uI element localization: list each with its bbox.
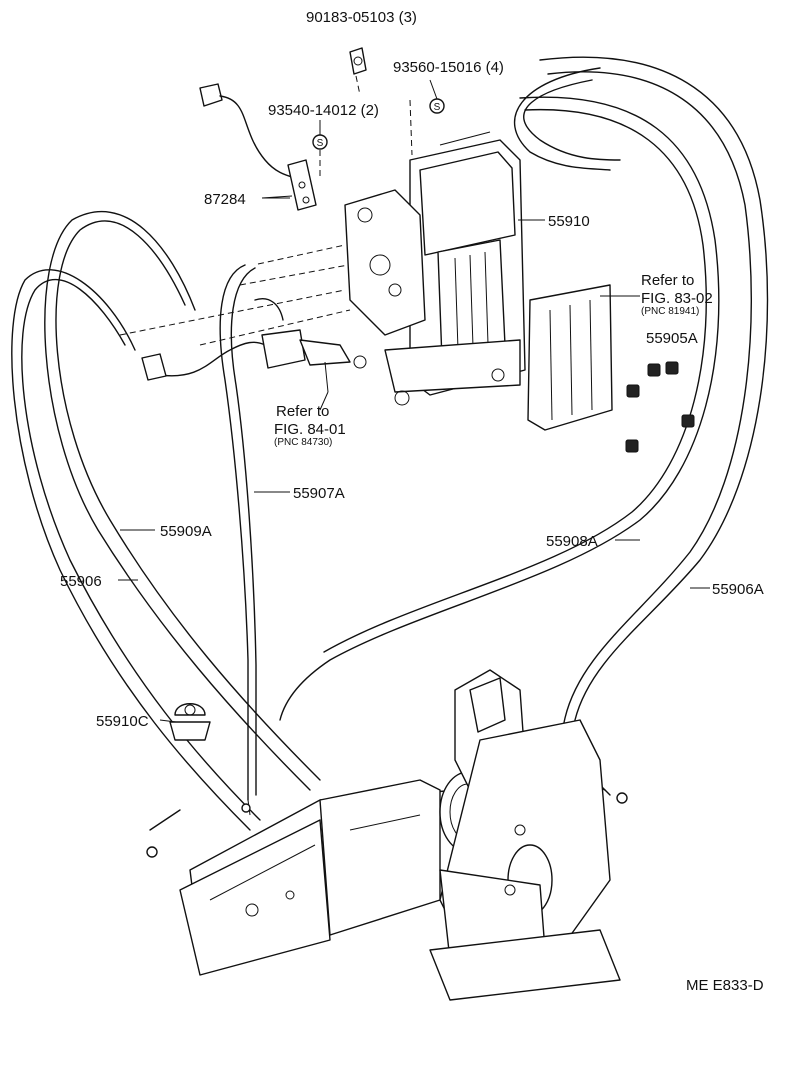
leader-lines [118, 195, 710, 723]
label-90183-05103: 90183-05103 (3) [306, 9, 417, 26]
fasteners-55905A [625, 361, 695, 453]
heater-unit [179, 669, 621, 1001]
reference-fig-84-01: Refer to FIG. 84-01 (PNC 84730) [274, 403, 346, 448]
control-panel-55910 [344, 131, 526, 406]
servo-motor-fig-84-01 [141, 298, 367, 393]
label-55907A: 55907A [293, 485, 345, 502]
cable-55907A [219, 264, 257, 816]
callout-labels: 90183-05103 (3) 93560-15016 (4) 93540-14… [60, 9, 764, 730]
label-55908A: 55908A [546, 533, 598, 550]
figure-code: ME E833-D [686, 977, 764, 994]
label-55910C: 55910C [96, 713, 149, 730]
screw-93540-14012: S [312, 120, 328, 180]
label-55910: 55910 [548, 213, 590, 230]
label-55909A: 55909A [160, 523, 212, 540]
ref-84-line3: (PNC 84730) [274, 437, 332, 448]
label-55905A: 55905A [646, 330, 698, 347]
svg-text:S: S [434, 102, 441, 113]
ref-84-line1: Refer to [276, 403, 329, 420]
cover-plate-fig-83-02 [527, 284, 613, 431]
ref-83-line3: (PNC 81941) [641, 306, 699, 317]
svg-text:S: S [317, 138, 324, 149]
grommet-55910C [169, 703, 211, 741]
screw-93560-15016: S [429, 79, 445, 114]
dash-leader-lines [119, 99, 413, 346]
cable-55909A [44, 210, 321, 791]
label-93560-15016: 93560-15016 (4) [393, 59, 504, 76]
label-93540-14012: 93540-14012 (2) [268, 102, 379, 119]
reference-fig-83-02: Refer to FIG. 83-02 (PNC 81941) [641, 272, 713, 317]
label-55906: 55906 [60, 573, 102, 590]
ref-83-line1: Refer to [641, 272, 694, 289]
switch-87284 [199, 83, 317, 211]
label-87284: 87284 [204, 191, 246, 208]
label-55906A: 55906A [712, 581, 764, 598]
cable-55906A [513, 56, 769, 796]
clip-90183-05103 [349, 47, 367, 96]
ref-83-line2: FIG. 83-02 [641, 290, 713, 307]
ref-84-line2: FIG. 84-01 [274, 421, 346, 438]
